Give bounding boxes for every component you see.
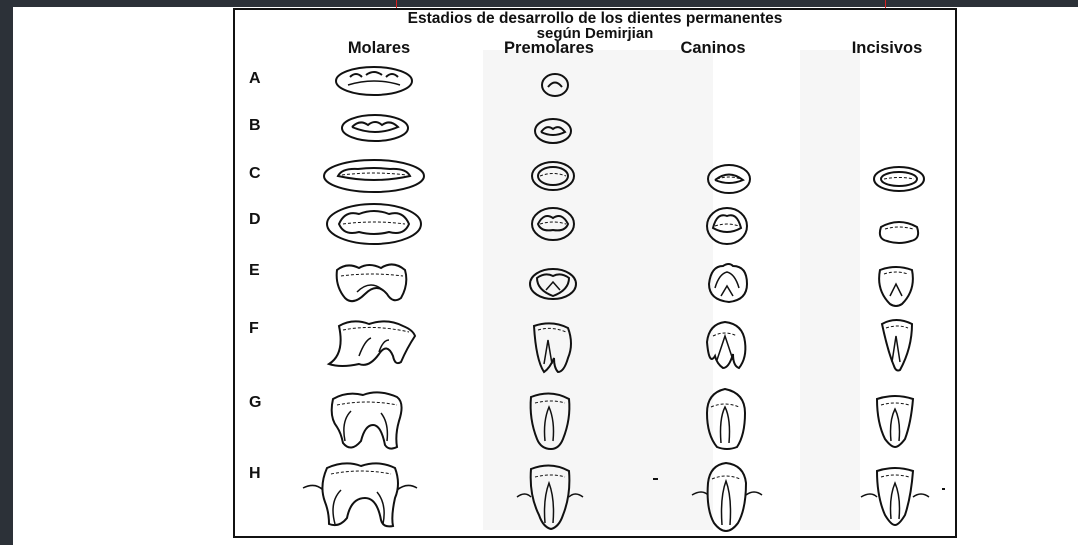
canine-stage-f	[703, 320, 751, 372]
left-dark-bar	[0, 0, 13, 545]
molar-stage-e	[331, 262, 413, 304]
column-header-premolares: Premolares	[479, 39, 619, 58]
demirjian-chart: Estadios de desarrollo de los dientes pe…	[233, 8, 957, 538]
premolar-stage-g	[525, 391, 575, 451]
molar-stage-h	[301, 460, 419, 530]
incisor-stage-h	[861, 465, 929, 533]
molar-stage-d	[325, 202, 423, 246]
premolar-stage-e	[528, 266, 578, 302]
molar-stage-f	[319, 316, 423, 364]
premolar-stage-d	[530, 206, 576, 242]
incisor-stage-f	[878, 318, 916, 374]
incisor-stage-d	[877, 217, 921, 245]
canine-stage-c	[706, 163, 752, 195]
row-label-e: E	[249, 262, 269, 280]
dot-mark	[942, 488, 946, 492]
molar-stage-b	[340, 113, 410, 143]
premolar-stage-b	[533, 117, 573, 145]
column-shading	[483, 50, 713, 530]
premolar-stage-f	[528, 322, 576, 374]
row-label-d: D	[249, 211, 269, 229]
row-label-g: G	[249, 394, 269, 412]
column-header-incisivos: Incisivos	[817, 39, 957, 58]
column-header-molares: Molares	[309, 39, 449, 58]
molar-stage-g	[321, 389, 417, 449]
canine-stage-g	[701, 385, 751, 453]
row-label-a: A	[249, 70, 269, 88]
molar-stage-c	[322, 158, 426, 194]
row-label-h: H	[249, 465, 269, 483]
incisor-stage-c	[872, 165, 926, 193]
canine-stage-h	[692, 461, 762, 533]
row-label-c: C	[249, 165, 269, 183]
canine-stage-e	[705, 262, 751, 306]
row-label-f: F	[249, 320, 269, 338]
chart-title: Estadios de desarrollo de los dientes pe…	[235, 11, 955, 41]
incisor-stage-g	[873, 393, 917, 451]
column-header-caninos: Caninos	[643, 39, 783, 58]
premolar-stage-c	[530, 160, 576, 192]
dash-mark	[653, 478, 659, 482]
incisor-stage-e	[876, 264, 916, 306]
column-shading	[800, 50, 860, 530]
molar-stage-a	[334, 65, 414, 97]
premolar-stage-h	[517, 463, 583, 533]
canine-stage-d	[705, 206, 749, 246]
premolar-stage-a	[540, 72, 570, 98]
row-label-b: B	[249, 117, 269, 135]
